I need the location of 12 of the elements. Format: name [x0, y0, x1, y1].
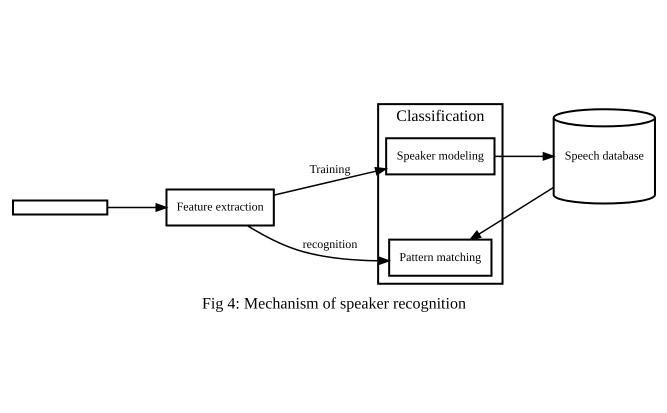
node-box: Speaker modeling [384, 136, 495, 175]
node-box [12, 198, 108, 216]
arrow [246, 224, 391, 265]
arrow [273, 166, 388, 196]
arrow [494, 151, 556, 160]
caption: Fig 4: Mechanism of speaker recognition [201, 295, 466, 312]
arrow [107, 202, 168, 212]
arrow [468, 186, 554, 240]
edge-label: recognition [302, 236, 357, 251]
edge-label: Training [309, 161, 350, 176]
node-box: Feature extraction [164, 188, 274, 226]
node-box: Pattern matching [388, 238, 492, 276]
